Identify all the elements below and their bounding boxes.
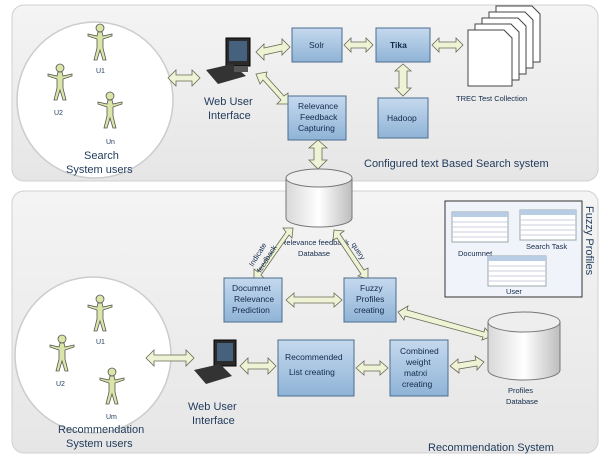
fuzzy-label-2: Profiles: [356, 294, 384, 304]
fuzzy-label-3: creating: [354, 305, 385, 315]
user-table-icon: [487, 255, 547, 287]
fuzzy-document-label: Documnet: [458, 249, 493, 258]
profiles-database-icon: [487, 311, 561, 381]
relevance-label-1: Relevance: [298, 101, 338, 111]
relevance-feedback-capturing-box: [287, 95, 347, 141]
doc-pred-label-3: Prediction: [232, 305, 270, 315]
search-users-circle: [16, 21, 174, 179]
comb-label-4: creating: [402, 379, 433, 389]
fuzzy-user-label: User: [506, 287, 522, 296]
user-u2-label: U2: [54, 110, 63, 117]
rec-users-label-2: System users: [66, 438, 133, 450]
solr-box: [291, 27, 343, 63]
fuzzy-search-task-label: Search Task: [526, 242, 567, 251]
search-users-label-2: System users: [66, 164, 133, 176]
rec-users-webui-arrow: [145, 349, 195, 367]
computer-icon: [206, 37, 251, 84]
recommended-combined-arrow: [355, 360, 389, 376]
relevance-label-3: Capturing: [298, 123, 335, 133]
relevance-label-2: Feedback: [300, 112, 338, 122]
doc-pred-label-1: Documnet: [232, 283, 271, 293]
user-u1-label: U1: [96, 68, 105, 75]
prediction-fuzzy-arrow: [285, 292, 343, 308]
solr-tika-arrow: [343, 37, 374, 53]
search-system-label: Configured text Based Search system: [364, 158, 549, 170]
fuzzy-label-1: Fuzzy: [360, 283, 383, 293]
document-table-icon: [451, 211, 509, 243]
document-stack-icon: [467, 5, 541, 87]
tika-trec-arrow: [431, 37, 464, 53]
tika-hadoop-arrow: [393, 63, 413, 97]
fuzzy-profiles-creating-box: [343, 277, 397, 323]
search-users-label-1: Search: [84, 150, 119, 162]
profiles-db-label-2: Database: [506, 397, 538, 406]
hadoop-box: [377, 97, 429, 139]
combined-profilesdb-arrow: [449, 355, 485, 374]
rec-list-label-2: List creating: [289, 367, 335, 377]
rec-list-label-1: Recommended: [285, 352, 343, 362]
tika-box: [375, 27, 431, 63]
relevance-feedback-database-icon: [285, 168, 353, 228]
users-webui-arrow: [167, 69, 201, 87]
profiles-db-label-1: Profiles: [508, 386, 533, 395]
user-um-bottom-label: Um: [106, 414, 117, 421]
recommendation-system-label: Recommendation System: [428, 442, 554, 454]
webui-recommended-arrow: [239, 357, 277, 375]
doc-pred-label-2: Relevance: [234, 294, 274, 304]
recommended-list-creating-box: [277, 339, 355, 397]
web-ui-label-2: Interface: [208, 110, 251, 122]
db-label-1: Relevance feedback: [281, 238, 349, 247]
rec-web-ui-label-2: Interface: [192, 415, 235, 427]
tika-label: Tika: [390, 40, 407, 50]
search-task-table-icon: [519, 209, 577, 241]
user-u1-bottom-label: U1: [96, 339, 105, 346]
solr-label: Solr: [309, 40, 324, 50]
user-u2-bottom-label: U2: [56, 381, 65, 388]
fuzzy-profiles-title: Fuzzy Profiles: [583, 206, 595, 276]
web-ui-label-1: Web User: [204, 96, 253, 108]
recommendation-users-circle: [14, 276, 172, 434]
combined-weight-matrix-box: [389, 339, 449, 397]
rec-users-label-1: Recommendation: [58, 424, 144, 436]
db-label-2: Database: [298, 249, 330, 258]
comb-label-1: Combined: [400, 346, 439, 356]
user-un-label: Un: [106, 139, 115, 146]
hadoop-label: Hadoop: [387, 113, 417, 123]
document-relevance-prediction-box: [223, 277, 283, 323]
computer-bottom-icon: [194, 339, 237, 384]
comb-label-2: weight: [405, 357, 431, 367]
webui-solr-arrow: [255, 38, 291, 61]
trec-label: TREC Test Collection: [456, 94, 527, 103]
rec-web-ui-label-1: Web User: [188, 401, 237, 413]
comb-label-3: matrxi: [404, 368, 427, 378]
